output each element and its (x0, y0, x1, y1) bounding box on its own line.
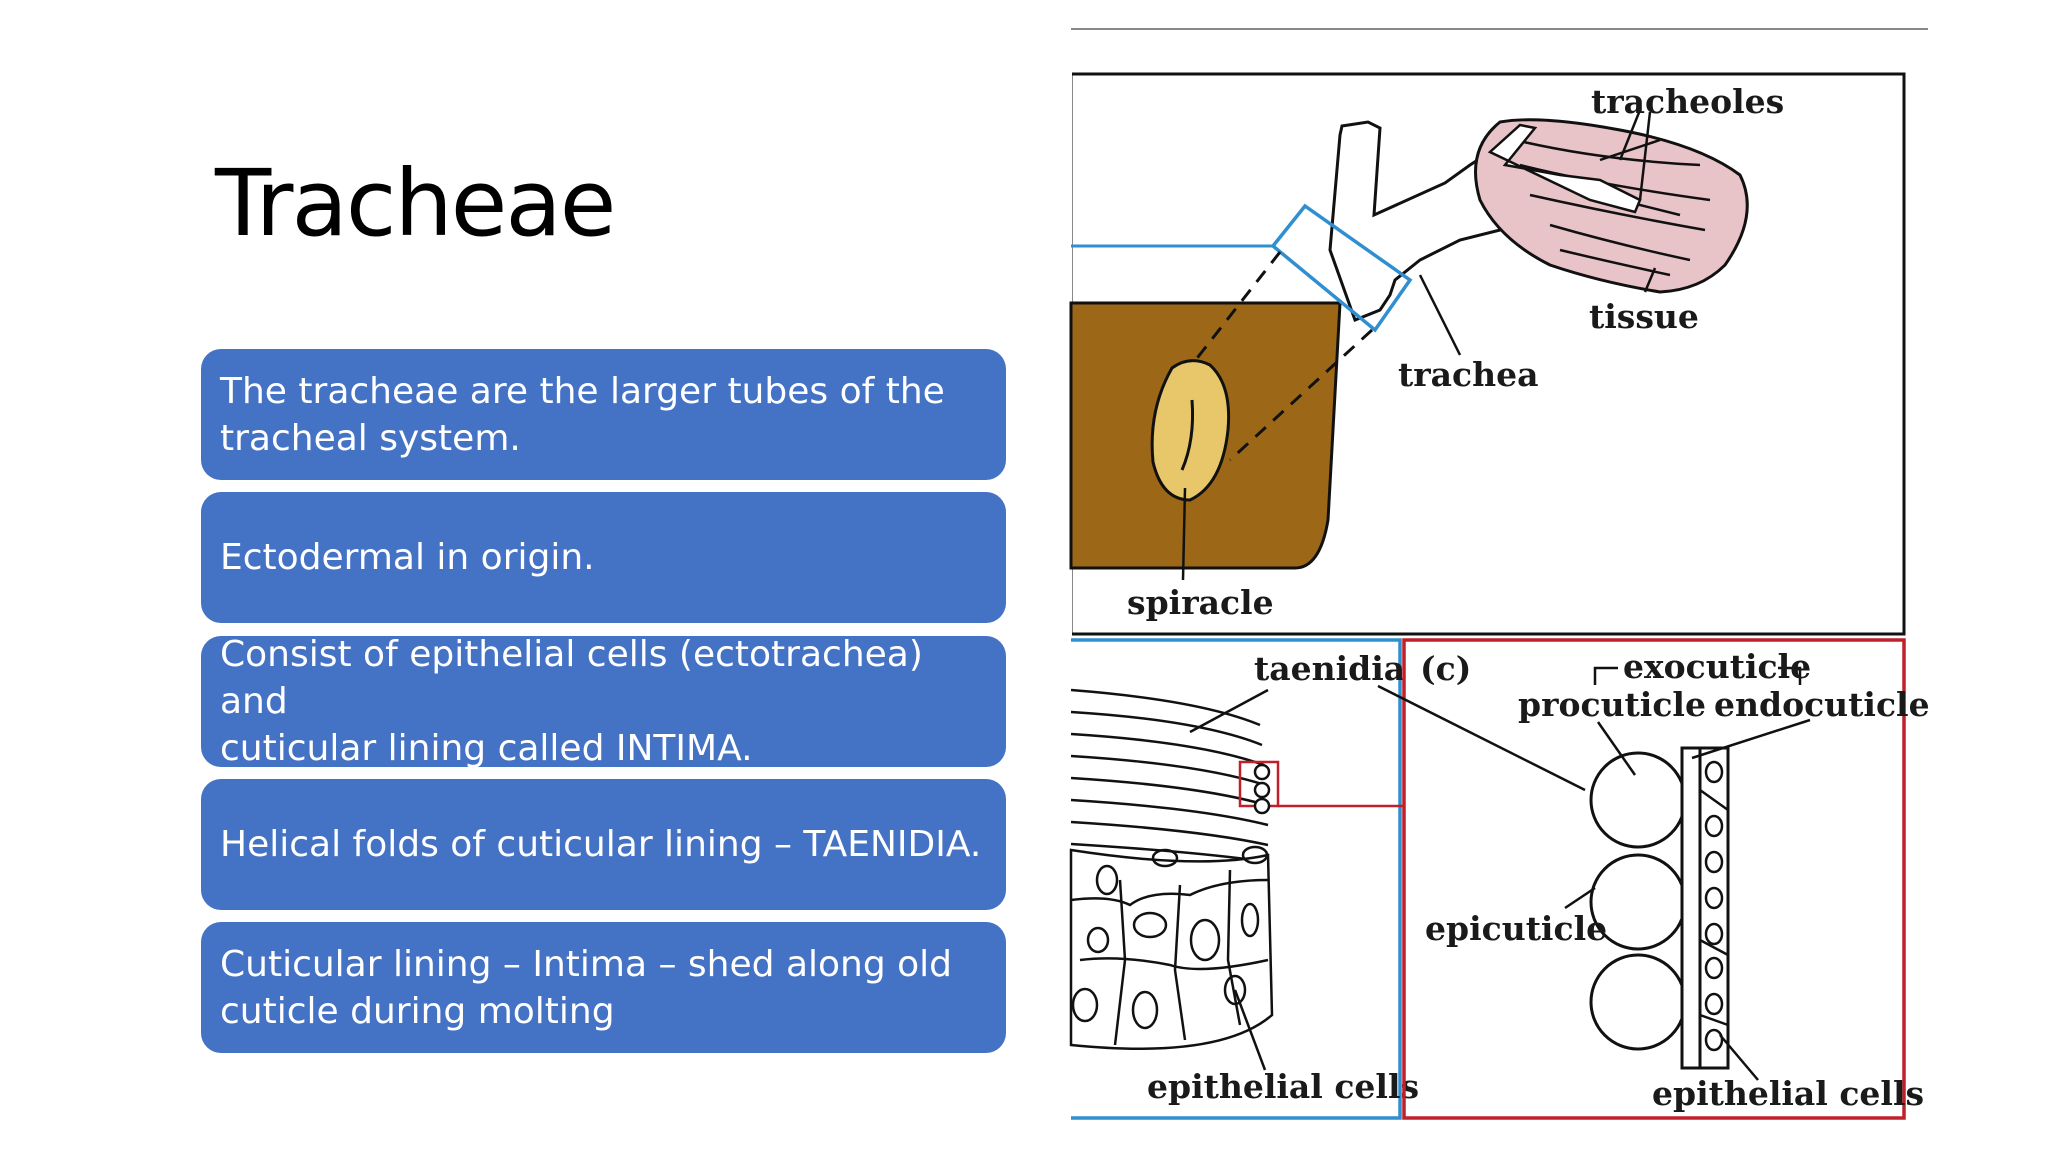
bullet-4-line-1: Helical folds of cuticular lining – TAEN… (220, 824, 982, 865)
label-spiracle: spiracle (1127, 583, 1274, 622)
label-taenidia: taenidia (1254, 649, 1405, 688)
label-epithelial-cells-right: epithelial cells (1652, 1074, 1924, 1113)
taenidia-rings (1070, 688, 1269, 864)
label-procuticle: procuticle (1518, 685, 1706, 724)
leader-epithelial-left (1233, 989, 1267, 1071)
bullet-1-line-1: The tracheae are the larger tubes of the (220, 370, 945, 412)
slide-title: Tracheae (215, 150, 616, 257)
epicuticle-bulges (1589, 751, 1687, 1051)
leader-procuticle (1596, 721, 1637, 776)
cylinder-body (1069, 848, 1274, 1050)
label-tissue: tissue (1589, 297, 1699, 336)
spiracle-slit (1180, 399, 1195, 471)
label-trachea: trachea (1398, 355, 1538, 394)
leader-tissue (1643, 267, 1657, 293)
bullet-box-1: The tracheae are the larger tubes of the… (201, 349, 1006, 480)
bullet-box-5: Cuticular lining – Intima – shed along o… (201, 922, 1006, 1053)
dashed-line-2 (1228, 328, 1374, 462)
bullet-box-3: Consist of epithelial cells (ectotrachea… (201, 634, 1006, 769)
top-divider (1071, 28, 1928, 30)
leader-epicuticle (1564, 886, 1596, 910)
bullet-2-line-1: Ectodermal in origin. (220, 537, 595, 578)
leader-taenidia (1189, 688, 1269, 734)
leader-epithelial-right (1719, 1034, 1759, 1081)
bullet-box-4: Helical folds of cuticular lining – TAEN… (201, 779, 1006, 910)
label-epicuticle: epicuticle (1425, 909, 1607, 948)
epithelial-cells-texture (1070, 845, 1269, 1046)
exocuticle-bracket (1593, 666, 1802, 685)
tracheole-branch (1487, 123, 1642, 214)
label-tracheoles: tracheoles (1591, 82, 1784, 121)
leader-tracheoles-2 (1638, 111, 1652, 201)
dashed-line-1 (1178, 251, 1282, 381)
taenidia-panel: taenidia epithelial cells (1069, 638, 1419, 1120)
epithelial-cell-column (1699, 760, 1729, 1052)
label-exocuticle: exocuticle (1623, 647, 1811, 686)
zoom-circles (1253, 763, 1271, 815)
leader-endocuticle (1691, 718, 1811, 760)
bullet-5-line-2: cuticle during molting (220, 990, 615, 1032)
taenidia-panel-frame (1071, 638, 1402, 1120)
leader-tracheoles-1 (1618, 109, 1642, 161)
leader-taenidia-to-c (1377, 684, 1586, 792)
top-panel-white (1066, 72, 1072, 638)
bullet-box-2: Ectodermal in origin. (201, 492, 1006, 623)
bullet-1-line-2: tracheal system. (220, 417, 521, 459)
cuticle-layer-outer (1680, 746, 1702, 1070)
blue-section-box (1270, 203, 1413, 333)
bullet-5-line-1: Cuticular lining – Intima – shed along o… (220, 943, 953, 985)
label-epithelial-cells-left: epithelial cells (1147, 1067, 1419, 1106)
bullet-3-line-2: cuticular lining called INTIMA. (220, 728, 753, 769)
cuticle-panel-frame (1402, 638, 1906, 1120)
leader-trachea (1418, 274, 1462, 356)
label-panel-c: (c) (1420, 649, 1471, 688)
leader-spiracle (1181, 487, 1187, 581)
cuticle-panel: (c) exocuticle procuticle endocuticle ep… (1377, 638, 1930, 1120)
label-endocuticle: endocuticle (1714, 685, 1930, 724)
top-panel: tracheoles tissue trachea spiracle (1066, 72, 1906, 638)
bullet-3-line-1: Consist of epithelial cells (ectotrachea… (220, 634, 923, 722)
